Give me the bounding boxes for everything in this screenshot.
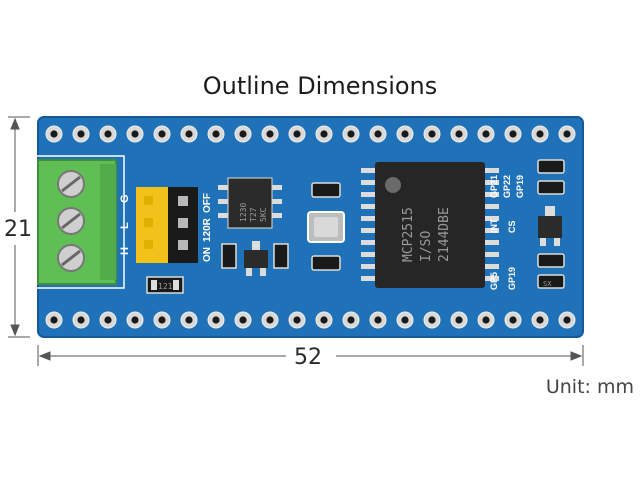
pin-label-cs: CS: [507, 220, 517, 233]
right-side-components: [537, 159, 565, 289]
pin-label-gp19-top: GP19: [515, 175, 525, 198]
bus-label-h: H: [119, 247, 131, 255]
bus-label-g: G: [119, 194, 131, 203]
chip-pin: [361, 264, 375, 269]
screw-terminal: [37, 159, 117, 285]
right-regulator: [538, 206, 562, 246]
chip-pin: [485, 192, 499, 197]
chip-pin: [361, 276, 375, 281]
crystal-oscillator: [307, 211, 345, 243]
regulator-ic: 1230 T27 5KC: [218, 177, 282, 229]
chip-line-2: I/SO: [419, 231, 434, 262]
chip-pin: [361, 180, 375, 185]
diagram-title: Outline Dimensions: [202, 72, 438, 100]
chip-pin: [485, 216, 499, 221]
chip-pin: [485, 204, 499, 209]
chip-pin: [485, 252, 499, 257]
header-pins-top: [45, 125, 576, 143]
chip-pin: [361, 168, 375, 173]
chip-pin: [485, 240, 499, 245]
unit-label: Unit: mm: [545, 376, 634, 398]
passive-components: [221, 182, 341, 271]
width-dimension: [37, 345, 584, 366]
regulator-line-3: 5KC: [259, 207, 268, 222]
regulator-line-1: 1230: [239, 203, 248, 222]
chip-pin: [361, 216, 375, 221]
pin-label-gp5: GP5: [489, 272, 499, 290]
chip-pin: [485, 276, 499, 281]
header-pins-bottom: [45, 311, 576, 329]
mcp2515-chip: MCP2515 I/SO 2144DBE: [361, 162, 499, 288]
pin-label-gp22: GP22: [502, 175, 512, 198]
chip-pin: [361, 252, 375, 257]
cap-mark: SX: [543, 280, 552, 288]
chip-pin: [361, 204, 375, 209]
width-dimension-value: 52: [294, 345, 322, 370]
chip-pin: [361, 192, 375, 197]
resistor-121: 121: [146, 276, 184, 294]
chip-pin: [361, 228, 375, 233]
pin-label-int: INT: [489, 218, 499, 233]
pin-label-gp21: GP21: [489, 175, 499, 198]
chip-pin: [485, 228, 499, 233]
chip-pin: [361, 240, 375, 245]
chip-pin: [485, 168, 499, 173]
resistor-mark: 121: [158, 282, 173, 291]
bus-label-l: L: [119, 222, 131, 229]
regulator-line-2: T27: [249, 207, 258, 222]
jumper-label-120r: 120R: [202, 217, 213, 242]
height-dimension: [8, 116, 30, 338]
chip-line-1: MCP2515: [401, 207, 416, 262]
chip-pin: [485, 180, 499, 185]
height-dimension-value: 21: [4, 217, 32, 242]
chip-line-3: 2144DBE: [437, 207, 452, 262]
chip-pin: [485, 264, 499, 269]
transistor: [244, 241, 268, 276]
jumper-label-off: OFF: [202, 193, 213, 213]
pin-label-gp19-bottom: GP19: [507, 267, 517, 290]
jumper-label-on: ON: [202, 247, 213, 262]
termination-jumper-header: [136, 187, 198, 263]
